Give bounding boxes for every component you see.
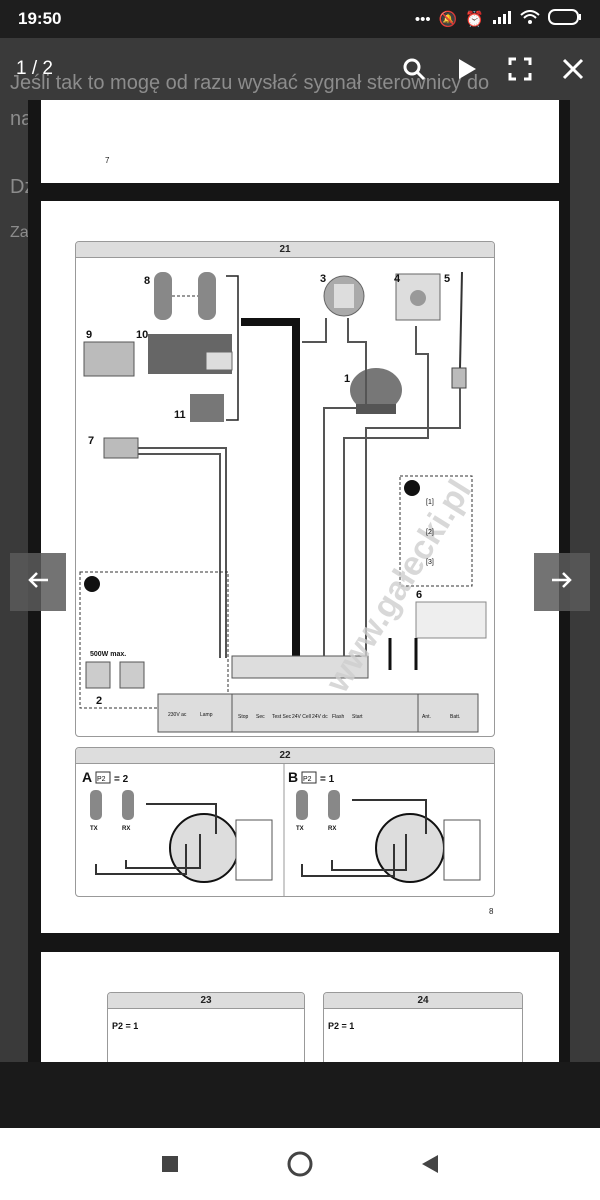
terminal-label: Start: [352, 714, 363, 720]
battery-icon: [548, 9, 582, 29]
terminal-label: Flash: [332, 714, 344, 720]
search-icon[interactable]: [402, 57, 426, 81]
back-button[interactable]: [415, 1149, 445, 1179]
arrow-right-icon: [550, 570, 574, 595]
panel-a-rx: RX: [122, 826, 130, 832]
panel-b-rx: RX: [328, 826, 336, 832]
system-navigation-bar: [0, 1128, 600, 1200]
recents-button[interactable]: [155, 1149, 185, 1179]
viewer-toolbar: 1 / 2: [0, 38, 600, 100]
label-10: 10: [136, 329, 148, 341]
previous-page-button[interactable]: [10, 553, 66, 611]
figure-21-wiring-diagram: www.gałecki.pl 8 3 4 5 9 10 1 11 7 6 2 5…: [79, 271, 487, 733]
panel-b-tx: TX: [296, 826, 304, 832]
info-item-2: [2]: [426, 529, 434, 536]
terminal-label: 230V ac: [168, 712, 187, 718]
figure-21-title: 21: [76, 242, 494, 258]
terminal-label: Batt.: [450, 714, 460, 720]
label-3: 3: [320, 273, 326, 285]
terminal-label: Lamp: [200, 712, 213, 718]
background-text-line: Za: [10, 224, 29, 241]
home-button[interactable]: [285, 1149, 315, 1179]
panel-b-p2: = 1: [320, 774, 335, 785]
panel-b-code: P2: [303, 776, 312, 783]
next-page-button[interactable]: [534, 553, 590, 611]
figure-22: 22 A P2 = 2 TX RX B P2: [75, 747, 495, 897]
label-9: 9: [86, 329, 92, 341]
play-icon[interactable]: [456, 57, 478, 81]
arrow-left-icon: [26, 570, 50, 595]
background-image-area: [0, 1062, 600, 1128]
panel-a-tx: TX: [90, 826, 98, 832]
figure-24-title: 24: [324, 993, 522, 1009]
status-time: 19:50: [18, 9, 62, 28]
background-text-line: na: [10, 108, 33, 130]
figure-24-p2: P2 = 1: [328, 1021, 355, 1031]
more-dots-icon: •••: [414, 10, 431, 28]
terminal-label: Test Sec: [272, 714, 292, 720]
alarm-icon: ⏰: [465, 11, 484, 28]
label-7: 7: [88, 435, 94, 447]
label-1: 1: [344, 373, 350, 385]
square-icon: [162, 1156, 178, 1172]
panel-a-p2: = 2: [114, 774, 129, 785]
label-8: 8: [144, 275, 150, 287]
figure-22-title: 22: [76, 748, 494, 764]
label-6: 6: [416, 589, 422, 601]
power-label: 500W max.: [90, 651, 126, 658]
document-page-7: 7: [41, 100, 559, 183]
info-item-3: [3]: [426, 559, 434, 566]
figure-22-diagram: A P2 = 2 TX RX B P2 = 1 TX: [82, 764, 481, 896]
page-number: 7: [105, 156, 110, 165]
fullscreen-icon[interactable]: [508, 57, 532, 81]
label-4: 4: [394, 273, 401, 285]
terminal-label: Stop: [238, 714, 249, 720]
home-circle-icon: [287, 1151, 313, 1177]
background-text-line: Jeśli tak to mogę od razu wysłać sygnał …: [10, 72, 490, 94]
terminal-label: Sec: [256, 714, 265, 720]
document-page-8: 21: [41, 201, 559, 933]
status-icons: ••• 🔕 ⏰: [415, 9, 582, 29]
panel-b-letter: B: [288, 769, 298, 785]
signal-icon: [492, 10, 512, 28]
info-item-1: [1]: [426, 499, 434, 506]
terminal-label: 24V dc: [312, 714, 328, 720]
label-5: 5: [444, 273, 450, 285]
wifi-icon: [520, 10, 540, 28]
label-2: 2: [96, 695, 102, 707]
status-bar: 19:50 ••• 🔕 ⏰: [0, 0, 600, 38]
panel-a-letter: A: [82, 769, 92, 785]
close-icon[interactable]: [562, 58, 584, 80]
panel-a-code: P2: [97, 776, 106, 783]
page-number: 8: [489, 907, 494, 916]
figure-21: 21: [75, 241, 495, 737]
figure-23-p2: P2 = 1: [112, 1021, 139, 1031]
watermark-text: www.gałecki.pl: [318, 473, 479, 700]
figure-23-title: 23: [108, 993, 304, 1009]
page-counter: 1 / 2: [16, 58, 53, 79]
terminal-label: Ant.: [422, 714, 431, 720]
document-page-9: 23 P2 = 1 24 P2 = 1: [41, 952, 559, 1082]
mute-bell-icon: 🔕: [438, 11, 458, 28]
label-11: 11: [174, 409, 186, 421]
back-triangle-icon: [422, 1155, 438, 1173]
terminal-label: 24V Cell: [292, 714, 311, 720]
